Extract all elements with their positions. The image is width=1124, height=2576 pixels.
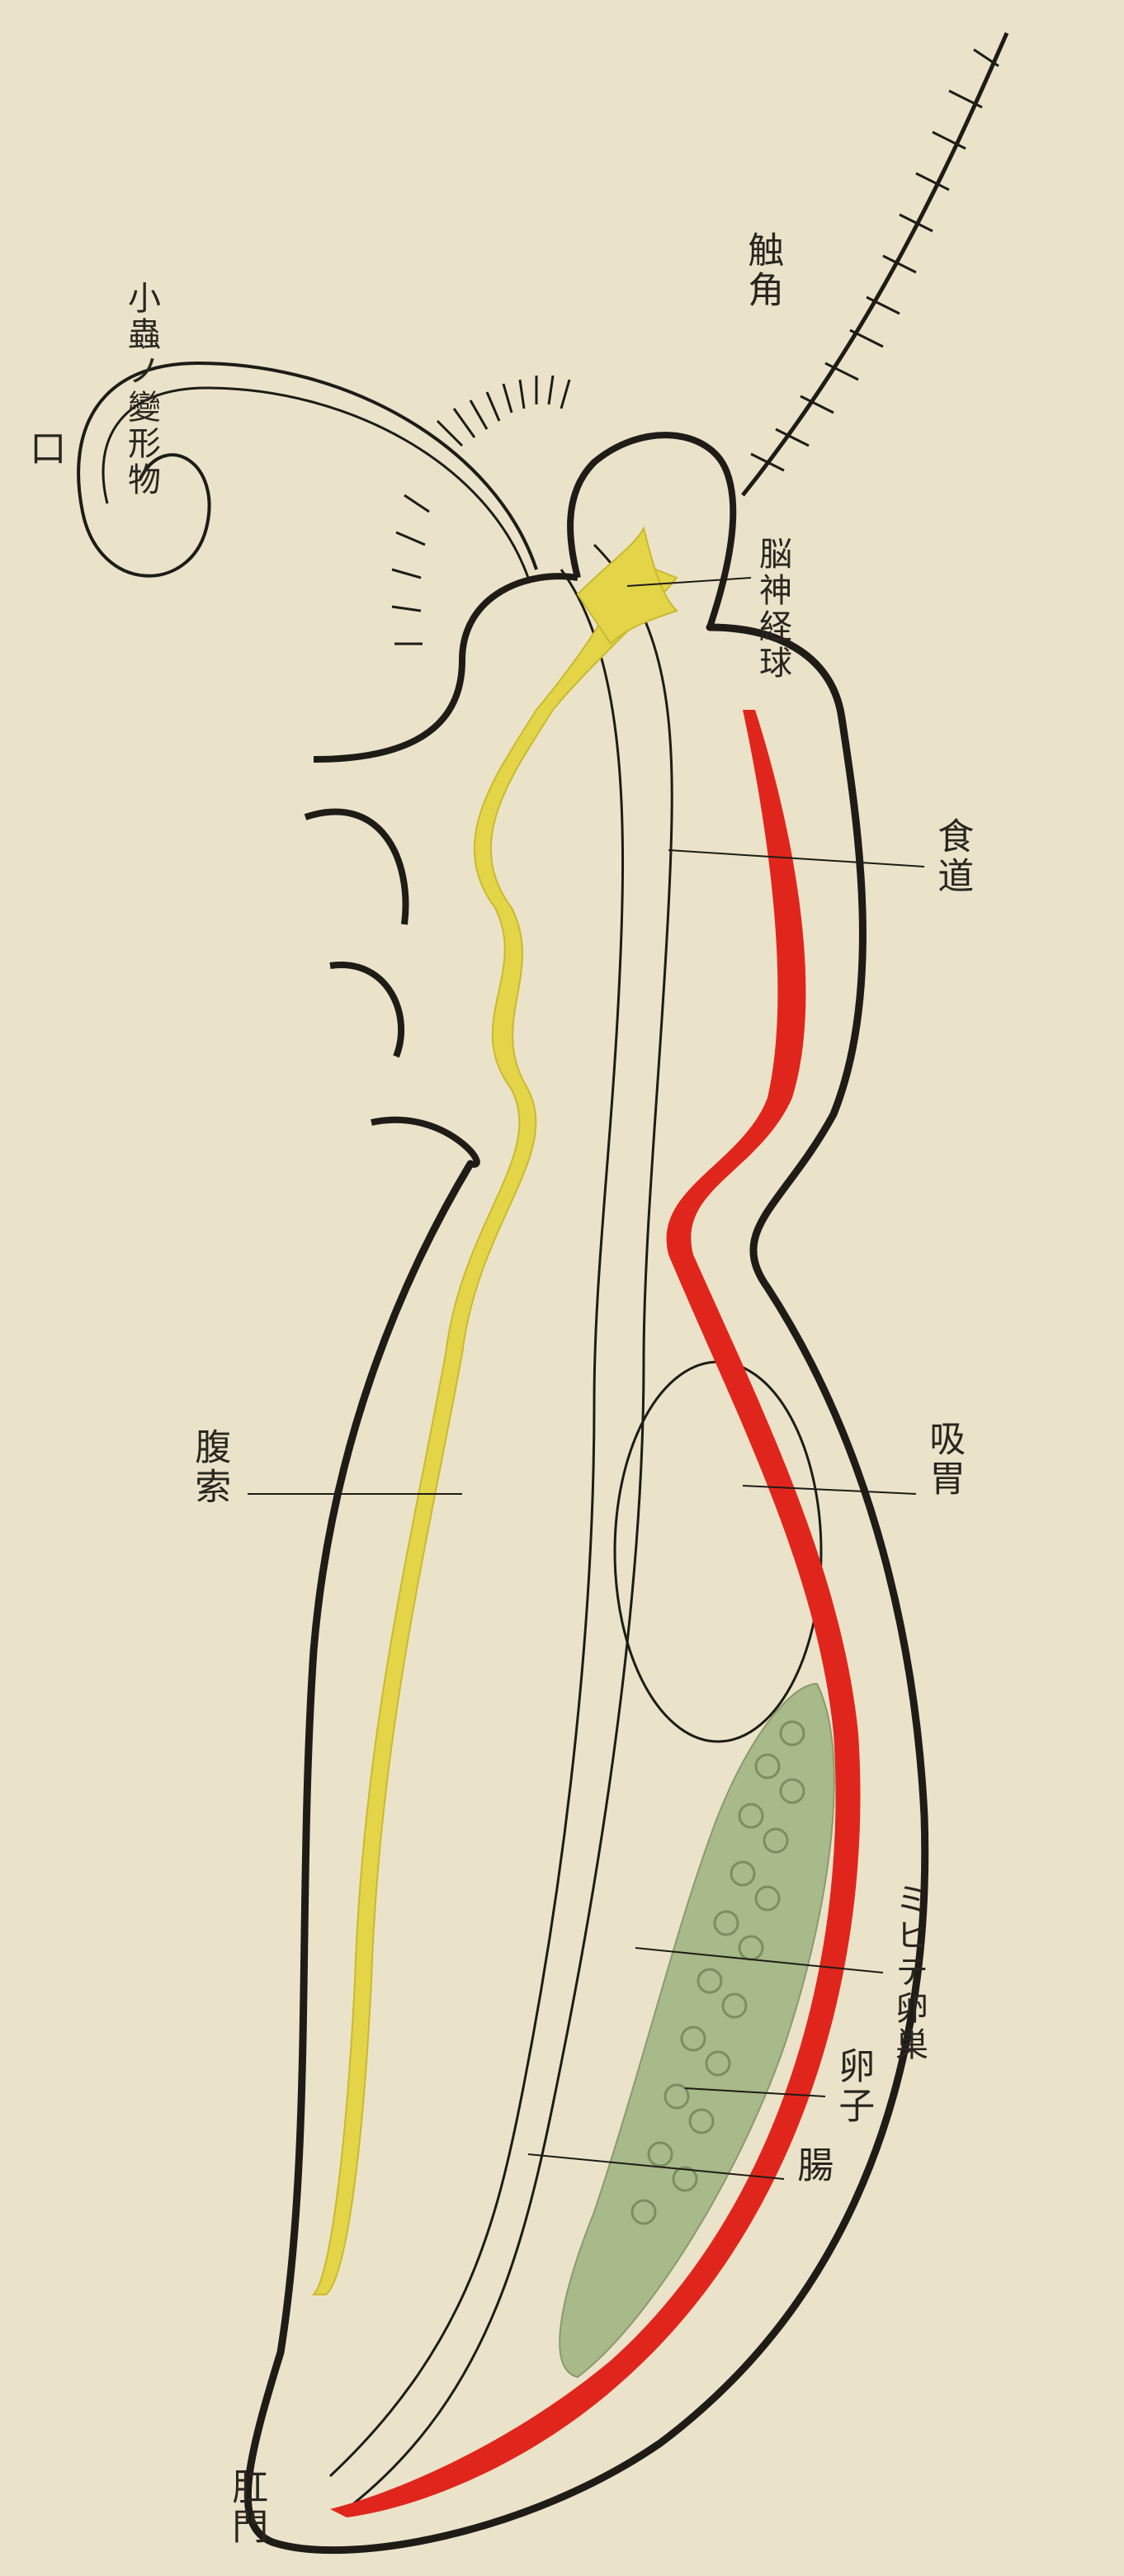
label-ventral-nerve: 腹索 [190,1428,228,1507]
label-small-prey: 小蟲ノ變形物 [124,281,158,499]
label-egg: 卵子 [834,2047,871,2126]
label-cerebral-ganglion: 脳神経球 [755,536,790,682]
lobe-3 [371,1120,477,1165]
label-ovary: ミヒテ卵巣 [891,1882,926,2063]
label-mouth: 口 [25,429,63,469]
label-anus: 肛門 [227,2468,265,2547]
label-esophagus: 食道 [933,817,971,896]
lobe-2 [330,965,401,1056]
prey-coil-inner [103,388,528,578]
label-stomach: 吸胃 [924,1420,962,1499]
stomach [615,1362,821,1742]
lobe-1 [305,812,406,924]
label-intestine: 腸 [792,2146,830,2186]
label-tentacle: 触角 [743,231,781,310]
